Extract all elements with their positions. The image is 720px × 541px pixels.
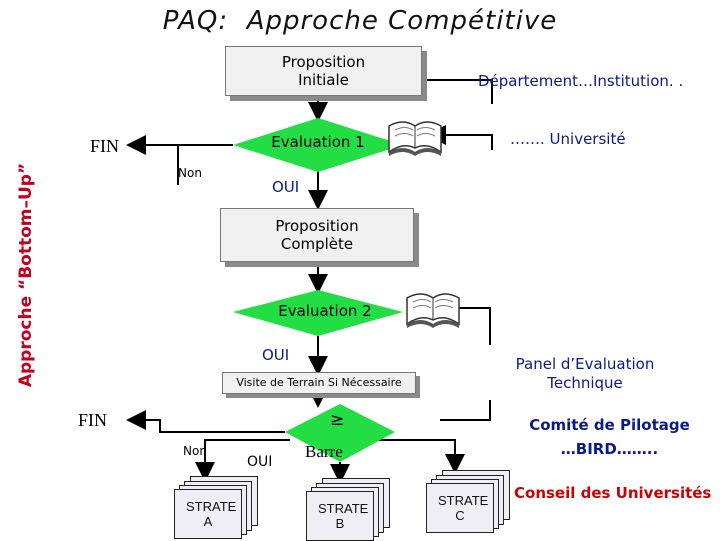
line-departement: [420, 79, 493, 104]
book-icon: [388, 121, 442, 156]
proposition-complete-box: Proposition Complète: [220, 208, 414, 262]
evaluation-2-diamond: [233, 290, 403, 336]
strate-a-stack: STRATE A: [174, 476, 264, 540]
arrow-barre-strateC: [370, 439, 465, 474]
arrow-barre-fin2: [126, 410, 285, 433]
ge-symbol: ≥: [330, 410, 345, 430]
evaluation-1-label: Evaluation 1: [271, 133, 365, 151]
barre-label: Barre: [305, 442, 343, 461]
oui-3-label: OUI: [247, 454, 273, 470]
universite-label: ……. Université: [510, 130, 626, 148]
page-title: PAQ: Approche Compétitive: [162, 6, 558, 36]
arrow-barre-strateA: [195, 439, 290, 482]
oui-2-label: OUI: [262, 346, 290, 364]
strate-c-label: STRATE C: [426, 483, 494, 533]
panel-label: Panel d’Evaluation Technique: [515, 355, 655, 392]
book-icon-2: [406, 293, 460, 328]
oui-1-label: OUI: [272, 178, 300, 196]
strate-b-stack: STRATE B: [306, 478, 396, 541]
line-book2-panel: [455, 307, 491, 345]
proposition-initiale-box: Proposition Initiale: [225, 46, 422, 96]
line-panel-comite: [440, 400, 491, 421]
proposition-complete-line1: Proposition: [275, 217, 359, 235]
evaluation-1-diamond: [233, 118, 403, 172]
fin-2-label: FIN: [78, 410, 108, 430]
proposition-complete-line2: Complète: [280, 235, 354, 253]
strate-b-label: STRATE B: [306, 491, 374, 541]
strate-c-stack: STRATE C: [426, 470, 516, 540]
visite-box: Visite de Terrain Si Nécessaire: [222, 372, 416, 394]
proposition-initiale-label: Proposition Initiale: [281, 53, 366, 89]
arrow-universite-book: [426, 125, 493, 150]
barre-diamond: [285, 404, 395, 462]
fin-1-label: FIN: [90, 136, 120, 156]
visite-label: Visite de Terrain Si Nécessaire: [236, 376, 402, 389]
bird-label: …BIRD……..: [560, 440, 659, 458]
comite-label: Comité de Pilotage: [529, 416, 690, 434]
non-2-label: Non: [183, 444, 207, 458]
non-1-label: Non: [178, 166, 202, 180]
evaluation-2-label: Evaluation 2: [278, 302, 372, 320]
departement-label: Département…Institution. .: [478, 72, 684, 90]
conseil-label: Conseil des Universités: [514, 484, 712, 502]
strate-a-label: STRATE A: [174, 489, 242, 539]
